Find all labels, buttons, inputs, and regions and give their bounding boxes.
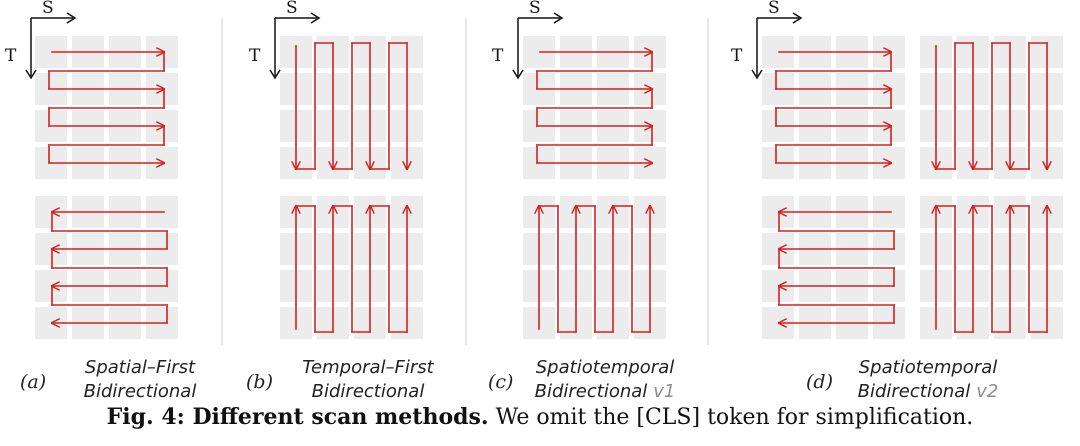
axis-s-label: S (286, 0, 298, 18)
axis-t-label: T (5, 46, 17, 66)
axis-t-label: T (492, 46, 504, 66)
axis-t-arrowhead (751, 69, 763, 80)
panel-caption-line1: Temporal–First (302, 357, 434, 378)
panel-caption-version: v1 (653, 381, 675, 402)
axis-s-label: S (768, 0, 780, 18)
panel-caption-letter: (a) (20, 371, 46, 393)
axis-s-arrowhead (792, 12, 803, 24)
axis-t-label: T (249, 46, 261, 66)
panel-dividers (221, 18, 709, 345)
axis-t-label: T (731, 46, 743, 66)
panel-caption-letter: (b) (246, 371, 273, 393)
figure-caption-prefix: Fig. 4: Different scan methods. (106, 404, 489, 430)
token-grids (35, 36, 1063, 339)
panel-caption-line2: Bidirectional (312, 381, 425, 402)
axis-indicators: S T S T S T S T (5, 0, 803, 80)
axis-s-label: S (529, 0, 541, 18)
panel-caption-line1: Spatiotemporal (859, 357, 998, 378)
figure-caption-text: We omit the [CLS] token for simplificati… (495, 405, 974, 430)
axis-s-arrowhead (310, 12, 321, 24)
panel-caption-line1: Spatial–First (85, 357, 196, 378)
axis-t-arrowhead (25, 69, 37, 80)
panel-caption-version: v2 (976, 381, 998, 402)
axis-s-label: S (42, 0, 54, 18)
panel-caption-letter: (c) (488, 371, 513, 393)
axis-t-arrowhead (512, 69, 524, 80)
scan-paths (48, 42, 1047, 333)
axis-s-arrowhead (66, 12, 77, 24)
panel-caption-line2: Bidirectional (84, 381, 197, 402)
panel-caption-letter: (d) (806, 371, 833, 393)
axis-t-arrowhead (269, 69, 281, 80)
axis-s-arrowhead (553, 12, 564, 24)
figure-caption: Fig. 4: Different scan methods. We omit … (0, 404, 1080, 430)
panel-caption-line1: Spatiotemporal (536, 357, 675, 378)
